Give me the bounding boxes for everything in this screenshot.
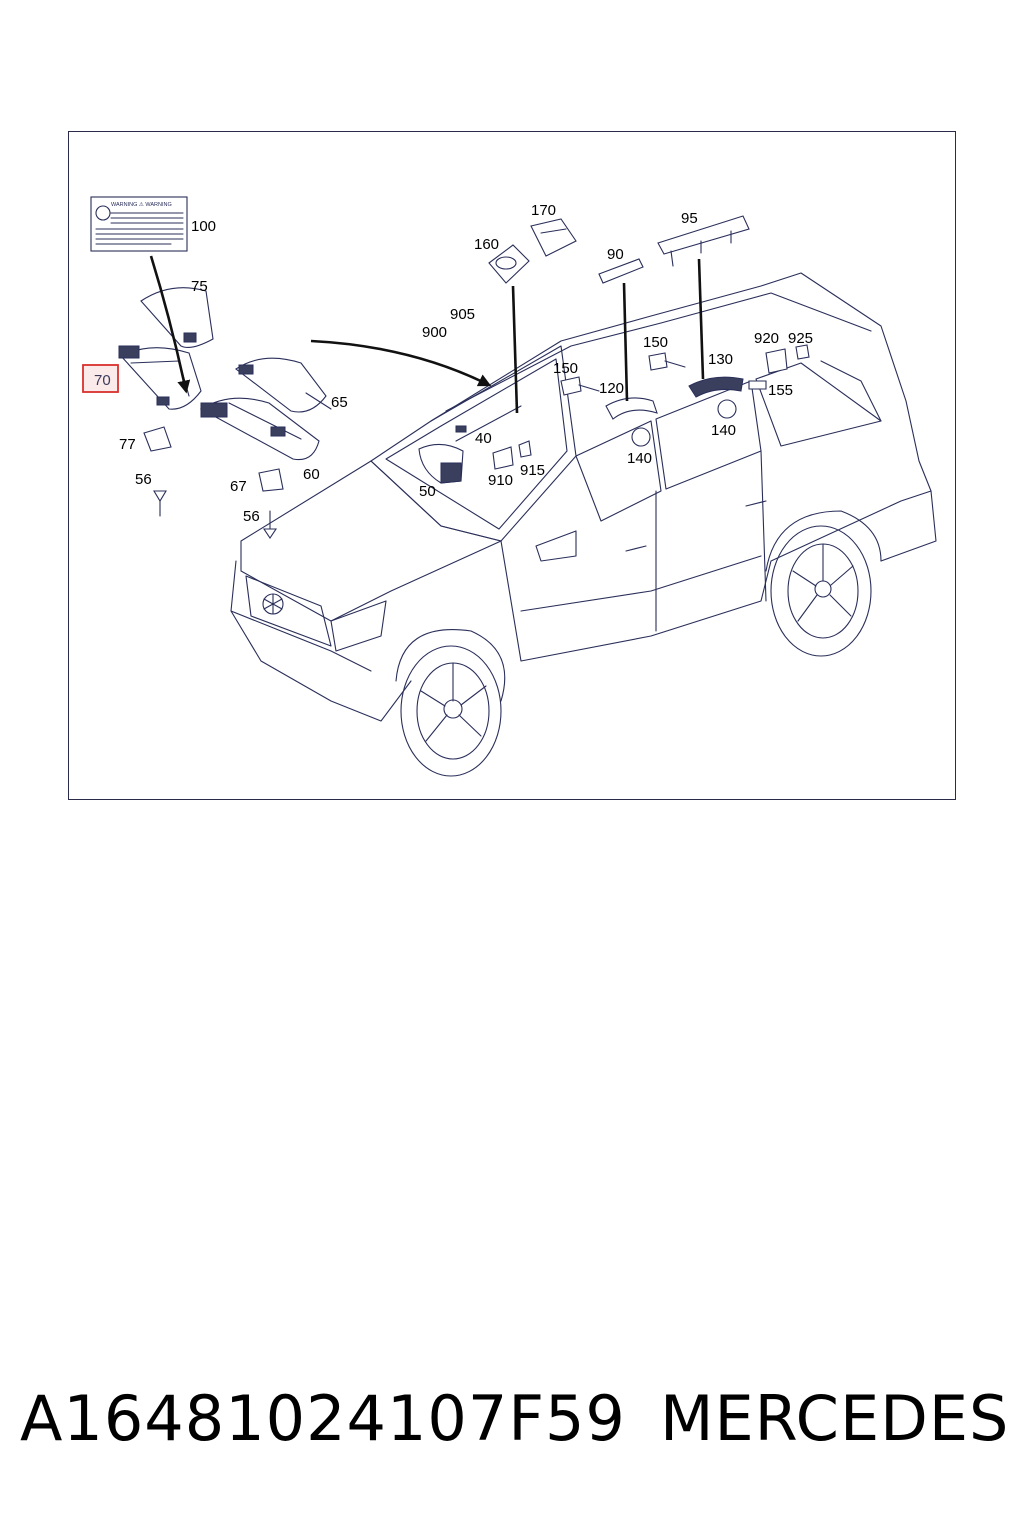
callout-90: 90 [607, 246, 624, 263]
callout-56-left: 56 [135, 471, 152, 488]
vehicle-outline [230, 272, 937, 777]
callout-60: 60 [303, 466, 320, 483]
part-number: A16481024107F59 [20, 1382, 626, 1455]
parts-diagram: WARNING ⚠ WARNING [82, 196, 937, 777]
sun-visor-parts: WARNING ⚠ WARNING [90, 196, 332, 539]
callout-labels: 100 75 70 65 77 56 67 60 56 900 905 160 … [82, 202, 813, 525]
callout-915: 915 [520, 462, 545, 479]
callout-925: 925 [788, 330, 813, 347]
callout-155: 155 [768, 382, 793, 399]
callout-900: 900 [422, 324, 447, 341]
brand-name: MERCEDES [660, 1382, 1010, 1455]
callout-120: 120 [599, 380, 624, 397]
parts-diagram-frame: WARNING ⚠ WARNING [68, 131, 956, 800]
callout-100: 100 [191, 218, 216, 235]
callout-140-left: 140 [627, 450, 652, 467]
callout-920: 920 [754, 330, 779, 347]
callout-170: 170 [531, 202, 556, 219]
callout-130: 130 [708, 351, 733, 368]
callout-95: 95 [681, 210, 698, 227]
callout-40: 40 [475, 430, 492, 447]
assembly-arrows [149, 255, 705, 414]
callout-160: 160 [474, 236, 499, 253]
callout-905: 905 [450, 306, 475, 323]
callout-140-right: 140 [711, 422, 736, 439]
callout-56-right: 56 [243, 508, 260, 525]
callout-150-right: 150 [643, 334, 668, 351]
callout-65: 65 [331, 394, 348, 411]
callout-150-left: 150 [553, 360, 578, 377]
callout-50: 50 [419, 483, 436, 500]
roof-interior-parts [418, 344, 810, 484]
warning-label-text: WARNING ⚠ WARNING [111, 201, 172, 208]
callout-70: 70 [94, 372, 111, 389]
callout-70-highlight-box [82, 364, 119, 393]
callout-67: 67 [230, 478, 247, 495]
roof-brackets [488, 215, 750, 284]
callout-910: 910 [488, 472, 513, 489]
callout-75: 75 [191, 278, 208, 295]
callout-77: 77 [119, 436, 136, 453]
